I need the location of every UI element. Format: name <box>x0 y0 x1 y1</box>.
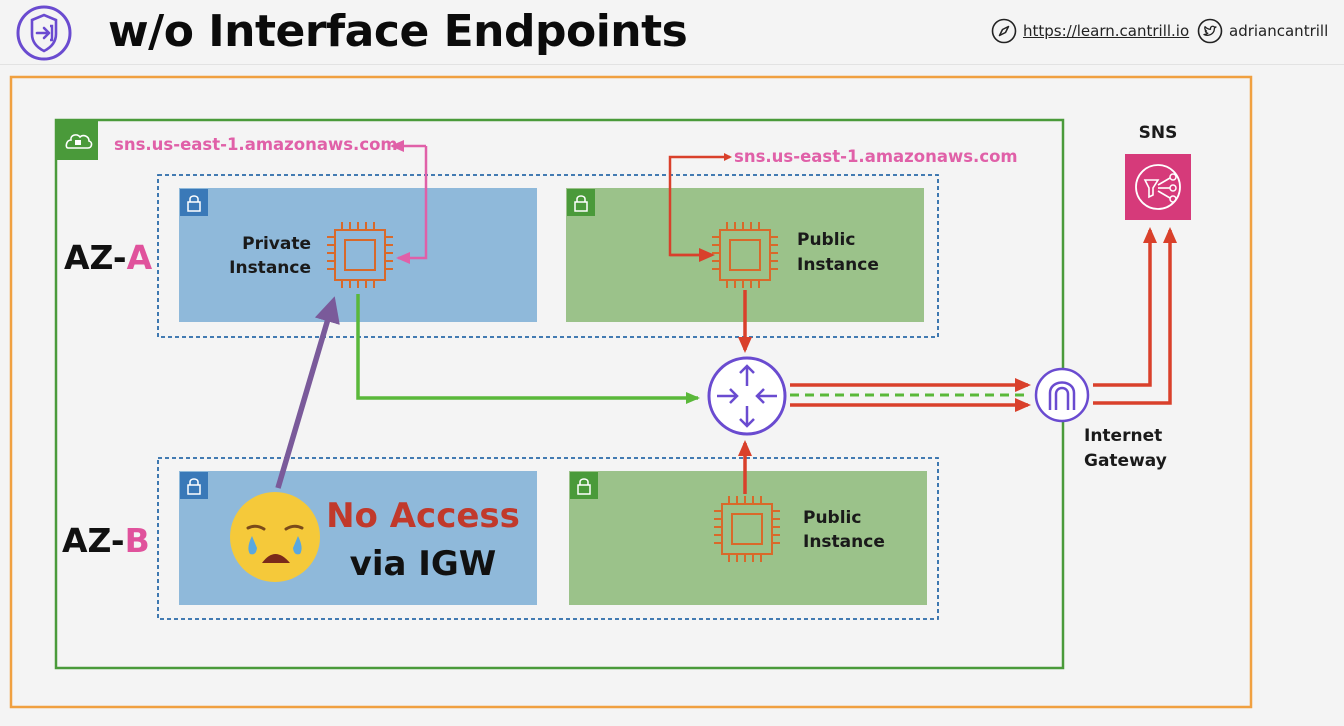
lock-icon <box>180 472 208 499</box>
vpc-cloud-icon <box>56 120 98 160</box>
lock-icon <box>180 189 208 216</box>
via-igw-text: via IGW <box>350 544 497 584</box>
ec2-instance-icon <box>714 496 780 562</box>
dns-resolution-arrow <box>396 146 428 264</box>
private-instance-label-line1: Private <box>242 234 311 254</box>
igw-to-sns-arrow <box>1093 227 1157 387</box>
site-link[interactable]: https://learn.cantrill.io <box>1023 22 1190 40</box>
az-b-boundary <box>157 457 939 620</box>
private-to-router-arrow <box>356 294 700 404</box>
no-access-arrow <box>275 296 340 489</box>
public-instance-b-label-line1: Public <box>803 508 861 528</box>
slide-header: w/o Interface Endpoints https://learn.ca… <box>0 0 1344 64</box>
igw-label-line2: Gateway <box>1084 451 1167 471</box>
page-title: w/o Interface Endpoints <box>108 6 688 57</box>
sns-service-icon <box>1125 154 1191 220</box>
sns-endpoint-label: sns.us-east-1.amazonaws.com <box>114 135 398 154</box>
ec2-instance-icon <box>327 222 393 288</box>
az-a-boundary <box>157 174 939 338</box>
lock-icon <box>567 189 595 216</box>
private-instance-label-line2: Instance <box>229 258 311 278</box>
internet-gateway-icon <box>1034 367 1090 423</box>
public-instance-b-label-line2: Instance <box>803 532 885 552</box>
router-icon <box>707 356 787 436</box>
az-a-label: AZ-A <box>64 238 153 277</box>
no-access-text: No Access <box>326 496 520 536</box>
region-boundary <box>9 75 1253 709</box>
compass-icon <box>991 18 1017 44</box>
ec2-instance-icon <box>712 222 778 288</box>
az-b-label: AZ-B <box>62 521 150 560</box>
public-instance-a-label-line2: Instance <box>797 255 879 275</box>
igw-label-line1: Internet <box>1084 426 1162 446</box>
lock-icon <box>570 472 598 499</box>
sad-face-icon <box>230 492 320 582</box>
sns-endpoint-label: sns.us-east-1.amazonaws.com <box>734 147 1018 166</box>
public-instance-a-label-line1: Public <box>797 230 855 250</box>
public-subnet-b <box>569 471 927 605</box>
twitter-handle: adriancantrill <box>1229 22 1329 40</box>
sns-label: SNS <box>1139 123 1178 143</box>
cantrill-shield-logo-icon <box>16 5 72 61</box>
twitter-icon <box>1197 18 1223 44</box>
igw-to-sns-arrow <box>1093 227 1177 405</box>
